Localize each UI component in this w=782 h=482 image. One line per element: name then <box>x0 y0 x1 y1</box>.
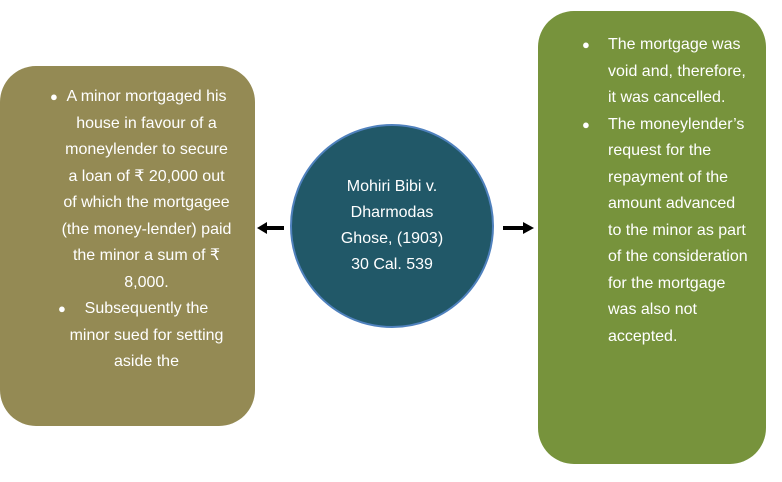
list-item: ● A minor mortgaged his house in favour … <box>0 84 255 296</box>
list-item: ● Subsequently the minor sued for settin… <box>0 296 255 376</box>
bullet-dot-icon: ● <box>50 89 58 104</box>
bullet-dot-icon: ● <box>582 116 590 132</box>
list-item: ● The mortgage was void and, therefore, … <box>538 32 766 112</box>
bullet-dot-icon: ● <box>582 37 590 52</box>
facts-list: ● A minor mortgaged his house in favour … <box>0 66 255 376</box>
bullet-dot-icon: ● <box>58 301 66 316</box>
facts-box: ● A minor mortgaged his house in favour … <box>0 66 255 426</box>
case-title: Mohiri Bibi v. Dharmodas Ghose, (1903) 3… <box>340 178 444 273</box>
arrow-right-icon <box>503 222 534 234</box>
arrow-left-icon <box>257 222 284 234</box>
list-item: ● The moneylender’s request for the repa… <box>538 112 766 351</box>
fact-text: A minor mortgaged his house in favour of… <box>61 88 232 291</box>
holding-text: The mortgage was void and, therefore, it… <box>608 36 746 106</box>
holding-box: ● The mortgage was void and, therefore, … <box>538 11 766 464</box>
fact-text: Subsequently the minor sued for setting … <box>69 300 224 370</box>
holding-text: The moneylender’s request for the repaym… <box>608 115 748 345</box>
holding-list: ● The mortgage was void and, therefore, … <box>538 11 766 350</box>
case-title-circle: Mohiri Bibi v. Dharmodas Ghose, (1903) 3… <box>290 124 494 328</box>
